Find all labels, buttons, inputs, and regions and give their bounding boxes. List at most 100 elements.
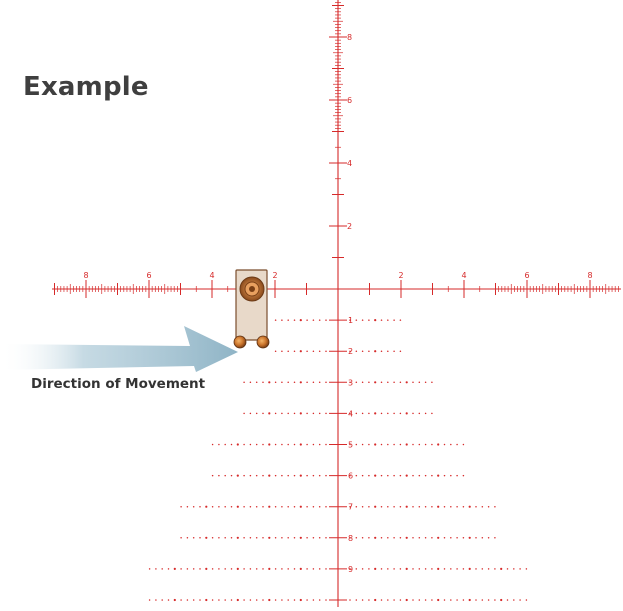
holdover-dot: [255, 505, 258, 508]
holdover-dot: [393, 350, 395, 352]
holdover-dot: [412, 537, 414, 539]
holdover-dot: [475, 537, 477, 539]
holdover-dot: [380, 350, 383, 352]
holdover-dot: [393, 443, 395, 446]
holdover-dot: [312, 381, 315, 384]
holdover-dot: [211, 568, 214, 570]
holdover-dot: [218, 443, 220, 446]
holdover-dot: [405, 474, 408, 477]
holdover-dot: [513, 599, 515, 601]
holdover-dot: [230, 599, 233, 601]
holdover-dot: [361, 537, 364, 539]
horizontal-tick-label: 2: [398, 271, 403, 280]
holdover-dot: [243, 381, 245, 384]
holdover-dot: [312, 537, 315, 539]
holdover-dot: [199, 599, 201, 601]
holdover-dot: [374, 567, 377, 571]
holdover-dot: [399, 537, 402, 539]
holdover-dot: [355, 505, 358, 508]
holdover-dot: [236, 505, 239, 508]
holdover-dot: [161, 568, 163, 570]
holdover-dot: [236, 567, 239, 571]
holdover-dot: [393, 537, 395, 539]
holdover-dot: [218, 599, 220, 601]
holdover-dot: [513, 568, 515, 570]
holdover-dot: [393, 599, 395, 601]
holdover-dot: [155, 599, 157, 601]
holdover-dot: [443, 443, 446, 446]
holdover-dot: [312, 568, 315, 570]
holdover-dot: [349, 568, 351, 570]
holdover-dot: [318, 537, 321, 539]
holdover-dot: [387, 443, 389, 446]
holdover-dot: [349, 443, 351, 446]
holdover-dot: [412, 412, 414, 415]
holdover-dot: [412, 443, 414, 446]
holdover-dot: [405, 567, 408, 571]
holdover-dot: [318, 474, 321, 477]
holdover-dot: [186, 599, 189, 601]
holdover-dot: [274, 568, 277, 570]
holdover-dot: [450, 505, 452, 508]
holdover-dot: [500, 598, 503, 602]
holdover-dot: [462, 568, 465, 570]
holdover-dot: [374, 381, 377, 384]
holdover-dot: [236, 443, 239, 446]
holdover-dot: [462, 505, 465, 508]
holdover-dot: [361, 599, 364, 601]
holdover-dot: [355, 599, 358, 601]
holdover-dot: [148, 599, 151, 601]
holdover-dot: [349, 537, 351, 539]
holdover-dot: [456, 443, 458, 446]
holdover-dot: [412, 381, 414, 384]
holdover-dot: [243, 568, 245, 570]
holdover-dot: [274, 443, 277, 446]
vertical-tick-label: 2: [347, 222, 352, 231]
holdover-dot: [481, 537, 484, 539]
holdover-dot: [368, 537, 370, 539]
horizontal-tick-label: 8: [83, 271, 88, 280]
holdover-dot: [299, 412, 302, 415]
target-wheel-left: [233, 335, 247, 349]
holdover-dot: [224, 474, 226, 477]
holdover-dot: [268, 381, 271, 384]
holdover-dot: [306, 474, 308, 477]
holdover-dot: [494, 599, 496, 601]
holdover-dot: [281, 350, 283, 352]
holdover-dot: [437, 567, 440, 571]
holdover-dot: [255, 381, 258, 384]
holdover-dot: [312, 505, 315, 508]
holdover-dot: [443, 599, 446, 601]
holdover-dot: [424, 474, 427, 477]
holdover-dot: [293, 537, 296, 539]
holdover-dot: [211, 599, 214, 601]
holdover-dot: [361, 443, 364, 446]
holdover-dot: [424, 381, 427, 384]
holdover-dot: [361, 568, 364, 570]
holdover-dot: [368, 412, 370, 415]
holdover-dot: [274, 599, 277, 601]
holdover-dot: [418, 505, 421, 508]
holdover-dot: [249, 568, 252, 570]
holdover-dot: [268, 412, 271, 415]
holdover-dot: [368, 381, 370, 384]
holdover-dot: [374, 536, 377, 539]
holdover-dot: [431, 505, 433, 508]
holdover-dot: [173, 598, 176, 602]
holdover-dot: [525, 599, 528, 601]
holdover-dot: [374, 443, 377, 446]
holdover-dot: [161, 599, 163, 601]
holdover-dot: [387, 505, 389, 508]
holdover-dot: [387, 381, 389, 384]
holdover-dot: [431, 412, 433, 415]
holdover-dot: [380, 474, 383, 477]
holdover-dot: [380, 599, 383, 601]
holdover-dot: [481, 505, 484, 508]
holdover-dot: [274, 505, 277, 508]
holdover-dot: [418, 443, 421, 446]
holdover-dot: [374, 598, 377, 602]
holdover-dot: [243, 599, 245, 601]
holdover-dot: [180, 505, 182, 508]
holdover-dot: [380, 505, 383, 508]
holdover-dot: [236, 536, 239, 539]
